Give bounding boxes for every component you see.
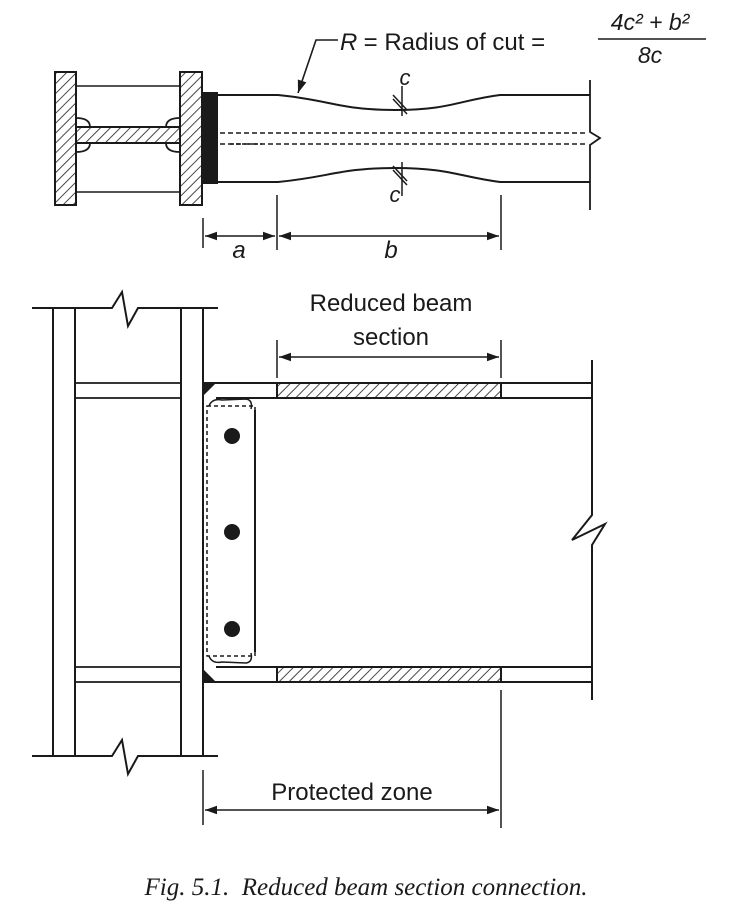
column-flange-left [54, 71, 77, 206]
flange-weld [202, 92, 218, 184]
label-rbs-line1: Reduced beam [310, 290, 473, 317]
rbs-zone-bottom [276, 666, 502, 683]
rbs-zone-top [276, 382, 502, 399]
column-fillets [75, 117, 181, 153]
bolt-1 [224, 428, 240, 444]
column-break-top [32, 289, 218, 329]
weld-top [203, 383, 216, 396]
beam-flange-bottom-edge [218, 166, 590, 183]
column-break-bottom [32, 737, 218, 777]
bolt-2 [224, 524, 240, 540]
label-protected-zone: Protected zone [271, 779, 432, 806]
figure-caption: Fig. 5.1. Reduced beam section connectio… [144, 874, 588, 901]
formula-denominator: 8c [638, 42, 663, 68]
bolt-3 [224, 621, 240, 637]
column-web [75, 126, 181, 144]
label-a: a [232, 237, 245, 264]
column-flange-right [179, 71, 203, 206]
weld-bottom [203, 669, 216, 682]
beam-flange-top-edge [218, 94, 590, 112]
label-c-bottom: c [390, 182, 401, 207]
plan-view [54, 39, 602, 250]
label-b: b [384, 237, 397, 264]
label-c-top: c [400, 65, 411, 90]
label-rbs-line2: section [353, 324, 429, 351]
beam-break-line [571, 360, 608, 700]
plan-break-line [589, 80, 602, 210]
radius-leader [297, 39, 338, 94]
formula-r: R [340, 29, 357, 56]
formula-text: = Radius of cut = [357, 29, 552, 56]
formula-numerator: 4c² + b² [611, 9, 691, 35]
elevation-view [32, 289, 608, 828]
shear-tab [206, 405, 256, 657]
